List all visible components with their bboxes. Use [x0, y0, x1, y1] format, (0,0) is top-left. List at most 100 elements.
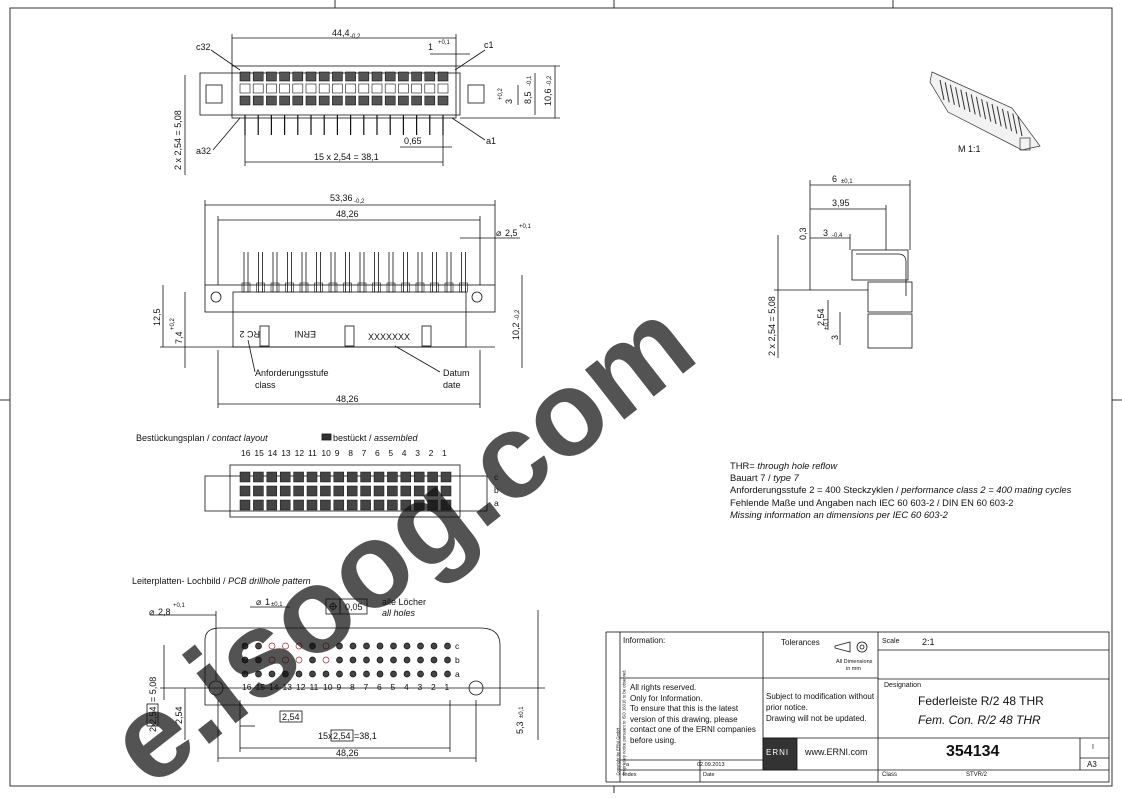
top-contact [345, 83, 356, 94]
tb-scale-label: Scale [882, 638, 900, 645]
pcb-span-sum: =38,1 [354, 731, 377, 741]
assembled-legend: bestückt / assembled [333, 433, 418, 443]
dim-prof-254: 2,54 [816, 308, 826, 326]
contact-layout-title-de: Bestückungsplan / [136, 433, 213, 443]
top-contact [305, 71, 317, 82]
iso-contact [960, 89, 966, 110]
pcb-hole [309, 670, 316, 678]
contact-layout-title-en: contact layout [212, 433, 268, 443]
top-contact [318, 83, 330, 94]
dim-prof-3b-tol: +0,1 [824, 317, 830, 330]
side-mount-hole-left [210, 291, 222, 303]
side-view-flange [204, 284, 496, 313]
top-contact [437, 95, 449, 106]
label-a32: a32 [196, 146, 211, 156]
pcb-outline [204, 627, 501, 706]
tol-frame-value-box [339, 598, 368, 615]
top-contact [318, 95, 330, 106]
iso-contact [996, 106, 1002, 127]
iso-contact [939, 79, 945, 101]
pcb-hole [295, 656, 303, 664]
tb-sheet-number: I [1092, 744, 1094, 751]
leader [454, 49, 486, 71]
pcb-col-label: 9 [337, 682, 342, 692]
general-notes: THR= through hole reflow Bauart 7 / type… [730, 460, 1071, 521]
side-pin-foot [357, 282, 367, 293]
note-type: Bauart 7 / type 7 [730, 472, 1071, 484]
layout-contact [279, 485, 291, 497]
pcb-hole [349, 670, 357, 678]
tb-tolerances-label: Tolerances [781, 638, 820, 647]
top-view-contacts [239, 71, 449, 135]
layout-row-label: c [494, 472, 499, 482]
layout-contact [346, 485, 358, 497]
dim-overall-width-tol: -0,2 [350, 34, 361, 40]
layout-contact [413, 499, 425, 511]
layout-col-label: 16 [241, 448, 251, 458]
marking-brand: ERNI [294, 329, 316, 339]
leader [394, 345, 441, 373]
layout-contact [320, 485, 331, 497]
label-date-en: date [443, 380, 461, 390]
note-missing-de: Fehlende Maße und Angaben nach IEC 60 60… [730, 496, 1014, 508]
layout-contact [373, 471, 385, 483]
pcb-hole [403, 656, 411, 664]
pcb-hole [363, 656, 370, 664]
tb-rights-line: To ensure that this is the latest [630, 704, 739, 713]
layout-col-label: 13 [281, 448, 291, 458]
pcb-title-en: PCB drillhole pattern [228, 576, 311, 586]
profile-labels: 6 ±0,1 3,95 3 -0,4 0,3 2,54 3 +0,1 2 x 2… [767, 174, 853, 356]
top-view-body [199, 72, 461, 116]
layout-contact [320, 471, 331, 483]
dim-prof-03: 0,3 [798, 227, 808, 240]
pcb-col-label: 15 [256, 682, 266, 692]
side-pin-foot [444, 282, 454, 293]
tb-rights-line: Only for Information. [630, 693, 703, 703]
contact-layout-body [229, 464, 461, 518]
top-view [184, 34, 560, 175]
dim-side-width-tol: -0,2 [354, 199, 365, 205]
note-class-en: performance class 2 = 400 mating cycles [901, 484, 1072, 496]
side-slot [344, 325, 355, 347]
pcb-title: Leiterplatten- Lochbild / PCB drillhole … [132, 576, 311, 586]
tb-index-label: Index [623, 772, 637, 778]
pcb-hole [268, 642, 276, 650]
pcb-rows: cba [455, 641, 460, 679]
layout-contact [293, 471, 304, 483]
erni-logo: ERNI [766, 748, 790, 757]
top-contact [437, 83, 449, 94]
side-view-pins [241, 252, 468, 293]
tb-website[interactable]: www.ERNI.com [805, 747, 868, 757]
top-contact [332, 71, 343, 82]
pcb-hole [403, 670, 411, 678]
pcb-hole [349, 642, 357, 650]
top-contact [411, 71, 422, 82]
pcb-col-label: 3 [418, 682, 423, 692]
pcb-hole [241, 642, 249, 650]
layout-col-label: 6 [375, 448, 380, 458]
pcb-hole [336, 656, 343, 664]
dim-offset: 1 [428, 42, 433, 52]
layout-contact [373, 499, 385, 511]
note-class: Anforderungsstufe 2 = 400 Steckzyklen / … [730, 484, 1071, 496]
tb-class-label: Class [882, 772, 898, 778]
tb-in-mm: in mm [846, 666, 861, 672]
layout-col-label: 11 [308, 448, 317, 458]
pcb-col-label: 10 [323, 682, 333, 692]
pcb-hole [282, 670, 289, 678]
label-c32: c32 [196, 42, 211, 52]
layout-row-label: a [494, 498, 499, 508]
pcb-hole [390, 642, 397, 650]
iso-view [929, 71, 1041, 151]
layout-contact [320, 499, 331, 511]
tb-information-label: Information: [623, 636, 666, 645]
pcb-hole [444, 670, 451, 678]
note-thr-key: THR= [730, 460, 755, 471]
projection-icon [834, 641, 851, 653]
pcb-big-hole-tol: +0,1 [173, 603, 186, 609]
dim-hole-symbol: ⌀ [496, 228, 502, 238]
dim-prof-row-pitch: 2 x 2,54 = 5,08 [767, 296, 777, 356]
top-contact [318, 71, 330, 82]
tb-rights: All rights reserved.Only for Information… [630, 683, 756, 746]
pcb-hole [336, 670, 343, 678]
